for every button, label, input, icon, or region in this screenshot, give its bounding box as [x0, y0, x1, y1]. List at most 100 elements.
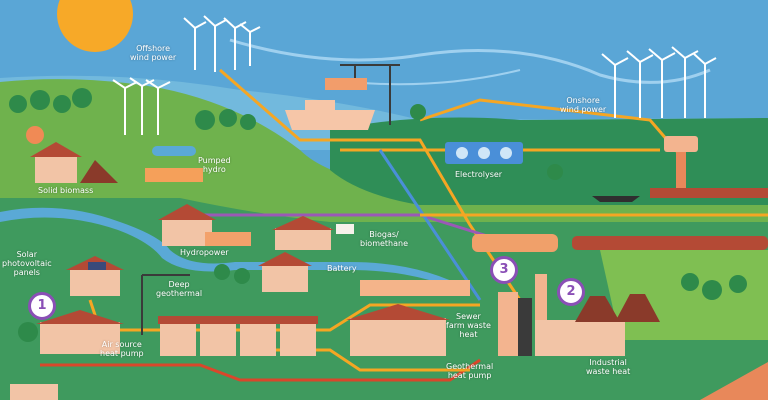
tree-icon [547, 164, 563, 180]
house-icon [70, 268, 120, 296]
tree-icon [219, 109, 237, 127]
house-icon [350, 318, 446, 356]
house-icon [275, 228, 331, 250]
tree-icon [234, 268, 250, 284]
house-icon [240, 322, 276, 356]
house-icon [262, 264, 308, 292]
badge-two: 2 [557, 278, 585, 306]
pumped-hydro-reservoir [152, 146, 196, 156]
tree-icon [72, 88, 92, 108]
control-tower-icon [676, 150, 686, 188]
pipe-geothermal [40, 358, 481, 382]
sun-icon [57, 0, 133, 52]
wind-turbine-icon [145, 79, 171, 135]
train-icon [472, 234, 768, 252]
airplane-icon [592, 196, 640, 202]
label-electrolyser: Electrolyser [455, 170, 503, 179]
battery-row [360, 280, 470, 296]
geothermal-rig [141, 274, 190, 335]
offshore-wind-farm [183, 15, 261, 72]
container-load [325, 78, 367, 90]
house-roof [346, 304, 450, 320]
badge-three: 3 [490, 256, 518, 284]
wind-turbine-icon [129, 77, 155, 135]
wind-swirl [229, 38, 711, 84]
crane-icon [340, 64, 400, 125]
cow-icon [336, 224, 354, 234]
house-roof [272, 216, 334, 230]
label-battery: Battery [327, 264, 357, 273]
wind-turbine-icon [223, 17, 247, 70]
house-roof [158, 204, 216, 220]
house-icon [160, 322, 196, 356]
house-roof [36, 310, 124, 324]
pipe-hydrogen [378, 149, 482, 301]
tree-icon [214, 264, 230, 280]
bottom-town [10, 304, 450, 400]
wind-turbine-icon [626, 50, 654, 118]
wind-turbine-icon [601, 53, 629, 118]
pumped-hydro-plant [145, 168, 203, 182]
house-icon [40, 322, 120, 354]
tree-icon [9, 95, 27, 113]
label-hydropower: Hydropower [180, 248, 229, 257]
house-roof [258, 252, 312, 266]
trees [9, 88, 747, 342]
field-right [600, 250, 768, 340]
tree-icon [53, 95, 71, 113]
factory-wall [535, 320, 625, 356]
wind-turbine-icon [693, 53, 717, 118]
tree-icon [702, 280, 722, 300]
wind-turbine-icon [648, 48, 676, 118]
wind-turbine-icon [671, 46, 699, 118]
label-biogas: Biogas/biomethane [360, 230, 409, 248]
solar-panel-icon [88, 262, 106, 270]
house-roof [30, 142, 82, 157]
tree-icon [30, 90, 50, 110]
pipe-gas [180, 213, 501, 242]
house-icon [35, 155, 77, 183]
wind-turbine-icon [112, 79, 138, 135]
airport-hangar [650, 188, 768, 198]
wind-turbine-icon [239, 23, 261, 66]
corner-roof [700, 362, 768, 400]
ship-icon [285, 110, 375, 130]
house-icon [280, 322, 316, 356]
land-island [330, 117, 768, 205]
factory-silo [575, 296, 620, 322]
tree-icon [681, 273, 699, 291]
house-roof [158, 316, 318, 324]
wind-turbine-icon [183, 17, 207, 70]
label-solid-biomass: Solid biomass [38, 186, 94, 195]
tree-icon [195, 110, 215, 130]
sewer-heat-chimney [518, 298, 532, 356]
house-icon [162, 218, 212, 246]
tree-icon [18, 322, 38, 342]
sewer-heat-tower [498, 292, 518, 356]
control-tower-cab [664, 136, 698, 152]
wood-pile [80, 160, 118, 183]
electrolyser-fans [456, 147, 512, 159]
tree-icon [240, 114, 256, 130]
badge-one: 1 [28, 292, 56, 320]
wind-turbine-icon [203, 15, 227, 72]
tree-autumn [26, 126, 44, 144]
land-wind-turbines [112, 77, 171, 135]
tree-icon [410, 104, 426, 120]
tree-icon [729, 275, 747, 293]
hydropower-plant [205, 232, 251, 246]
house-icon [200, 322, 236, 356]
house-icon [10, 384, 58, 400]
factory-silo-2 [615, 294, 660, 322]
ship-deck [305, 100, 335, 110]
